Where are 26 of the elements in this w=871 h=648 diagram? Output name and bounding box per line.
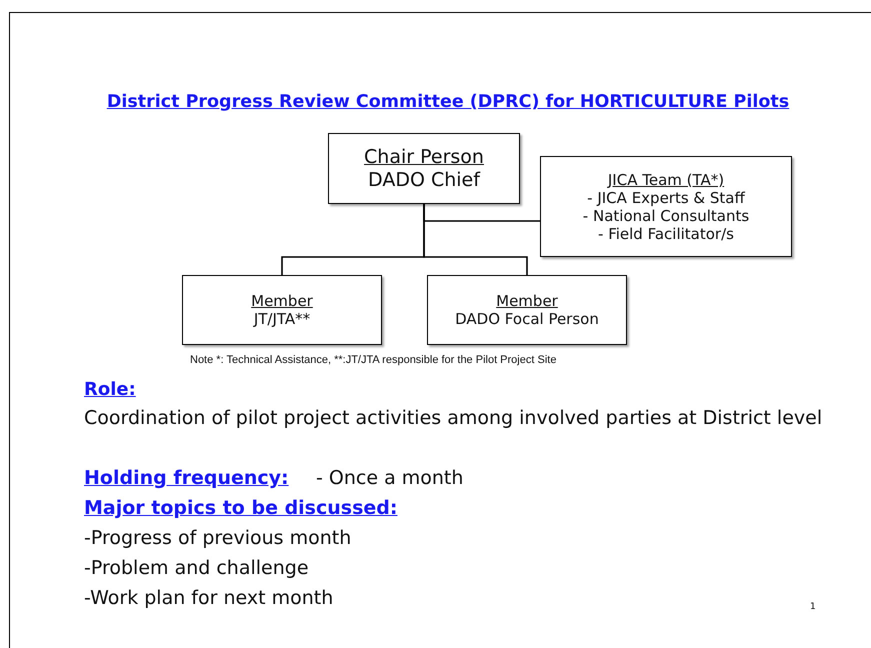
box-heading: Member bbox=[251, 292, 313, 310]
box-text: DADO Focal Person bbox=[455, 310, 599, 328]
box-text: - Field Facilitator/s bbox=[598, 224, 734, 242]
org-box bbox=[328, 133, 520, 204]
body-text: Coordination of pilot project activities among involved parties at District level bbox=[84, 407, 824, 431]
section-heading: Major topics to be discussed: bbox=[84, 497, 398, 521]
page-number: 1 bbox=[810, 602, 816, 614]
org-box bbox=[540, 156, 792, 257]
footnote: Note *: Technical Assistance, **:JT/JTA responsible for the Pilot Project Site bbox=[190, 354, 556, 368]
box-text: - JICA Experts & Staff bbox=[587, 188, 745, 206]
box-heading: JICA Team (TA*) bbox=[608, 170, 724, 188]
body-text: -Work plan for next month bbox=[84, 587, 334, 611]
body-text: -Progress of previous month bbox=[84, 527, 352, 551]
section-heading: Role: bbox=[84, 379, 136, 402]
box-text: JT/JTA** bbox=[254, 310, 310, 328]
box-heading: Member bbox=[496, 292, 558, 310]
org-box bbox=[427, 275, 627, 345]
body-text: -Problem and challenge bbox=[84, 557, 309, 581]
box-text: - National Consultants bbox=[582, 206, 750, 224]
section-heading: Holding frequency: bbox=[84, 467, 289, 491]
box-text: DADO Chief bbox=[368, 168, 480, 192]
slide-title: District Progress Review Committee (DPRC) for HORTICULTURE Pilots bbox=[106, 92, 790, 112]
body-text: - Once a month bbox=[316, 467, 464, 491]
box-heading: Chair Person bbox=[364, 146, 484, 168]
org-box bbox=[182, 275, 382, 345]
connector-line bbox=[423, 204, 528, 275]
